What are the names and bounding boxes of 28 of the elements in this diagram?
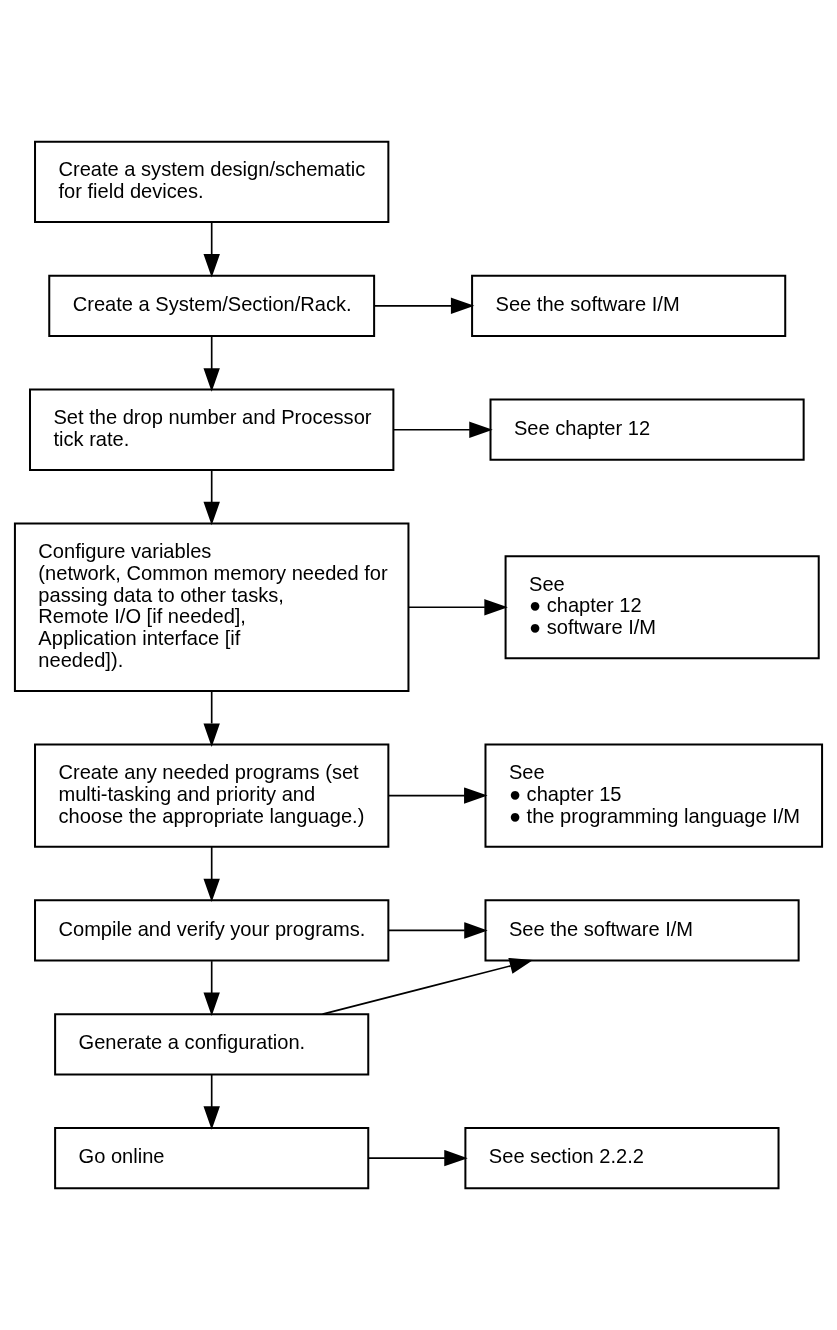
node-box: See ● chapter 15 ● the programming language I/M bbox=[484, 743, 824, 848]
arrow bbox=[203, 960, 220, 1016]
node-box: Create a system design/schematic for field devices. bbox=[34, 140, 390, 224]
arrow bbox=[203, 469, 220, 526]
node-box: See section 2.2.2 bbox=[464, 1127, 780, 1190]
node-box: Set the drop number and Processor tick rate. bbox=[29, 388, 395, 471]
node-box: See the software I/M bbox=[484, 899, 800, 962]
arrow bbox=[203, 1074, 220, 1130]
arrow bbox=[367, 1149, 468, 1167]
node-box: Compile and verify your programs. bbox=[34, 899, 390, 962]
arrow bbox=[387, 922, 488, 939]
node-box: Create any needed programs (set multi-tasking and priority and choose the appropriate language.) bbox=[34, 743, 390, 848]
arrow bbox=[392, 421, 493, 438]
node-box: Create a System/Section/Rack. bbox=[48, 274, 376, 337]
arrow bbox=[203, 690, 220, 747]
node-box: Go online bbox=[54, 1127, 370, 1190]
node-box: Configure variables (network, Common memory needed for passing data to other tasks, Remote I/O [if needed], Application interface [if needed]). bbox=[13, 522, 410, 692]
arrow bbox=[387, 787, 488, 804]
arrow bbox=[203, 221, 220, 278]
node-box: See the software I/M bbox=[471, 274, 787, 337]
arrow bbox=[321, 957, 534, 1015]
node-box: See ● chapter 12 ● software I/M bbox=[504, 555, 820, 660]
node-box: Generate a configuration. bbox=[54, 1013, 370, 1076]
arrow bbox=[203, 846, 220, 903]
arrow bbox=[407, 599, 508, 616]
arrow bbox=[203, 335, 220, 392]
node-box: See chapter 12 bbox=[489, 398, 805, 461]
arrow bbox=[373, 297, 475, 314]
